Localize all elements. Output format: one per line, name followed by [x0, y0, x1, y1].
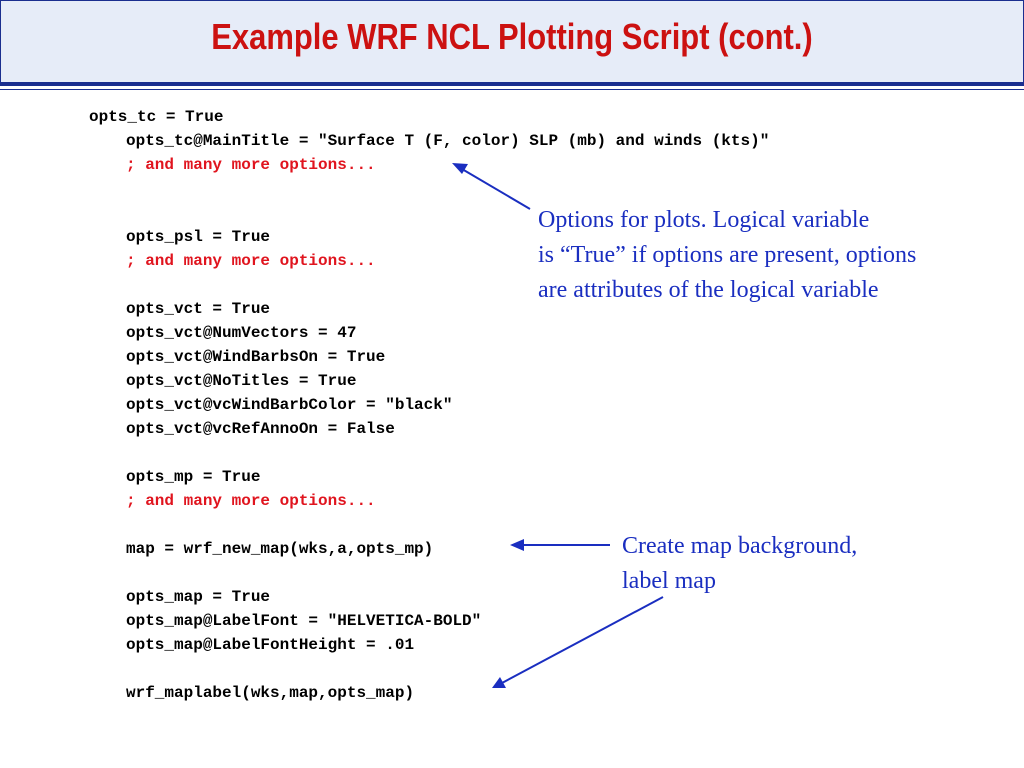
code-line: opts_vct@vcRefAnnoOn = False — [126, 420, 395, 438]
code-comment: ; and many more options... — [126, 156, 376, 174]
slide-title: Example WRF NCL Plotting Script (cont.) — [211, 16, 813, 57]
title-rule-thick — [0, 82, 1024, 86]
map-annotation-line: label map — [622, 568, 716, 594]
options-annotation-line: is “True” if options are present, option… — [538, 242, 917, 268]
code-line: opts_tc = True — [89, 108, 224, 126]
code-line: opts_vct@NumVectors = 47 — [126, 324, 357, 342]
arrowhead — [510, 539, 524, 551]
title-rule-thin — [0, 89, 1024, 90]
options-annotation-line: are attributes of the logical variable — [538, 277, 879, 303]
code-line: opts_map = True — [126, 588, 271, 606]
code-line: opts_tc@MainTitle = "Surface T (F, color… — [126, 132, 770, 150]
code-line: opts_mp = True — [126, 468, 261, 486]
arrowhead — [492, 677, 506, 688]
code-line: opts_psl = True — [126, 228, 271, 246]
code-line: opts_vct = True — [126, 300, 271, 318]
code-line: wrf_maplabel(wks,map,opts_map) — [126, 684, 415, 702]
code-comment: ; and many more options... — [126, 492, 376, 510]
map-annotation-line: Create map background, — [622, 533, 858, 559]
code-line: opts_vct@WindBarbsOn = True — [126, 348, 386, 366]
code-line: opts_vct@NoTitles = True — [126, 372, 357, 390]
arrowhead — [452, 163, 468, 174]
code-comment: ; and many more options... — [126, 252, 376, 270]
code-line: map = wrf_new_map(wks,a,opts_mp) — [126, 540, 434, 558]
arrow-to-maplabel — [501, 596, 664, 684]
code-line: opts_map@LabelFontHeight = .01 — [126, 636, 415, 654]
code-line: opts_map@LabelFont = "HELVETICA-BOLD" — [126, 612, 482, 630]
title-bar — [0, 0, 1024, 83]
arrow-to-options-comment — [461, 168, 531, 210]
code-line: opts_vct@vcWindBarbColor = "black" — [126, 396, 453, 414]
options-annotation-line: Options for plots. Logical variable — [538, 207, 870, 233]
